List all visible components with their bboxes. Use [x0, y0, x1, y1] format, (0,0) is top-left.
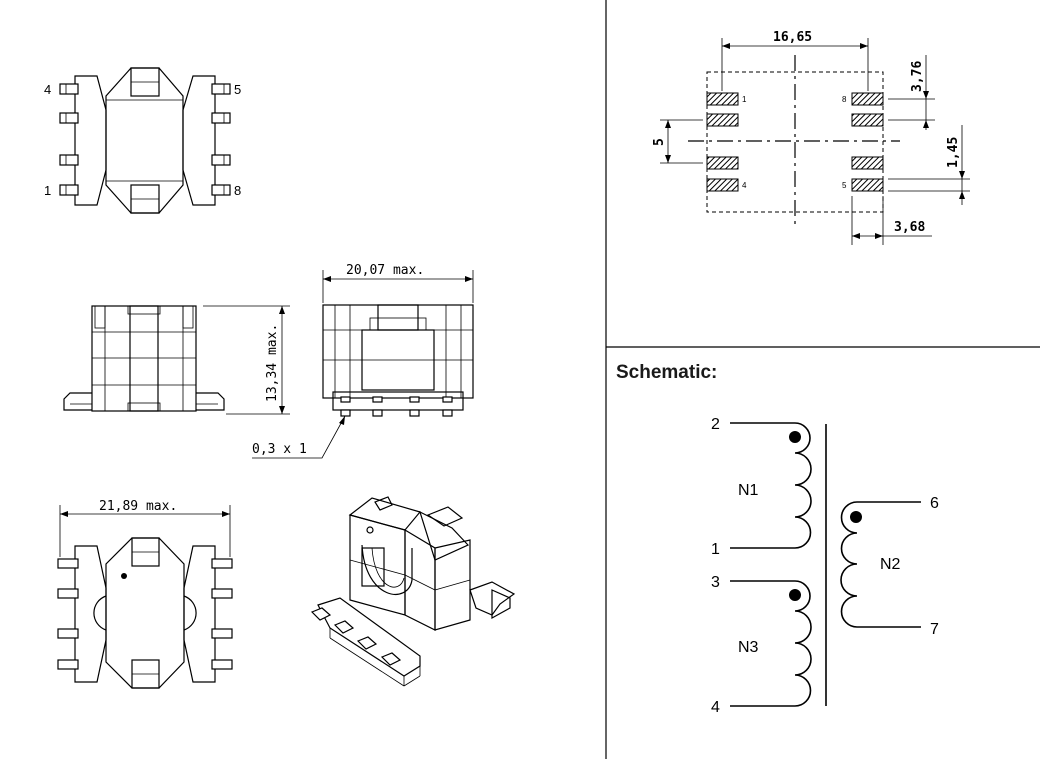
bottom-view: 21,89 max.: [57, 499, 233, 689]
n2-polarity-dot: [850, 511, 862, 523]
top-pin-1-label: 1: [44, 183, 51, 198]
footprint-pads: [706, 92, 884, 192]
pin-6-label: 6: [930, 495, 939, 512]
schematic: Schematic: 2 1 N1 3 4 N3: [616, 362, 939, 716]
row-gap-dimension: 5: [652, 138, 667, 146]
front-view: 13,34 max.: [63, 305, 290, 415]
n1-polarity-dot: [789, 431, 801, 443]
bottom-width-dimension: 21,89 max.: [99, 499, 177, 514]
pin-size-dimension: 0,3 x 1: [252, 442, 307, 457]
winding-n2: 6 7 N2: [840, 495, 939, 638]
pad-height-dimension: 3,76: [910, 61, 925, 92]
pad-thickness-dimension: 1,45: [946, 137, 961, 168]
footprint-pin-5: 5: [842, 181, 847, 190]
winding-n1-label: N1: [738, 482, 759, 499]
pad-length-dimension: 3,68: [894, 220, 925, 235]
schematic-heading: Schematic:: [616, 362, 717, 383]
side-view: 20,07 max. 0,3 x 1: [252, 263, 474, 459]
winding-n3-label: N3: [738, 639, 759, 656]
footprint-pin-1: 1: [742, 95, 747, 104]
pin-4-label: 4: [711, 699, 720, 716]
pin-7-label: 7: [930, 621, 939, 638]
pitch-dimension: 16,65: [773, 30, 812, 45]
isometric-view: [310, 496, 516, 687]
pcb-footprint: 1 8 4 5 16,65 3,76 5 1,45: [652, 30, 970, 245]
pin-2-label: 2: [711, 416, 720, 433]
n3-polarity-dot: [789, 589, 801, 601]
top-view: 4 5 1 8: [44, 67, 241, 214]
top-pin-5-label: 5: [234, 82, 241, 97]
winding-n2-label: N2: [880, 556, 901, 573]
footprint-pin-4: 4: [742, 181, 747, 190]
top-pin-4-label: 4: [44, 82, 51, 97]
winding-n3: 3 4 N3: [711, 574, 812, 716]
footprint-pin-8: 8: [842, 95, 847, 104]
width-dimension: 20,07 max.: [346, 263, 424, 278]
winding-n1: 2 1 N1: [711, 416, 812, 558]
height-dimension: 13,34 max.: [265, 324, 280, 402]
pin-3-label: 3: [711, 574, 720, 591]
top-pin-8-label: 8: [234, 183, 241, 198]
pin-1-label: 1: [711, 541, 720, 558]
